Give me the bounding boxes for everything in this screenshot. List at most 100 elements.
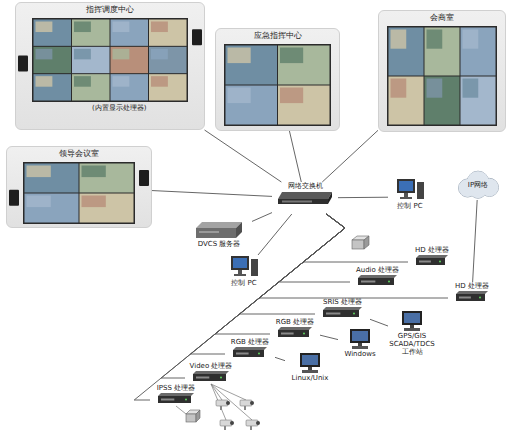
hub-front	[352, 240, 364, 249]
video-wall	[7, 160, 151, 226]
room-panel: 会商室	[378, 10, 506, 132]
processor-symbol	[322, 306, 363, 318]
camera-symbol	[240, 400, 254, 410]
server-symbol	[194, 220, 244, 240]
screen-cell	[25, 194, 79, 223]
screen-cell	[226, 86, 278, 125]
screen-cell	[425, 28, 460, 76]
screen-window	[82, 196, 106, 208]
room-title: 领导会议室	[59, 148, 99, 160]
screen-cell	[72, 20, 110, 46]
screen-window	[74, 22, 91, 33]
pc-symbol	[395, 178, 425, 202]
processor-device: RGB 处理器	[225, 338, 275, 360]
encoder-front	[186, 414, 196, 422]
processor-device: IPSS 处理器	[150, 384, 202, 406]
monitor-stand	[308, 367, 312, 370]
screen-cell	[389, 28, 424, 76]
monitor-stand	[358, 343, 362, 346]
monitor-stand	[410, 325, 414, 328]
switch-ports	[282, 201, 312, 203]
screen-cell	[111, 47, 149, 73]
camera-symbol	[246, 420, 260, 430]
screen-cell	[34, 74, 72, 100]
connector	[303, 214, 408, 262]
processor-device: Audio 处理器	[350, 266, 405, 288]
camera-wire	[211, 384, 246, 400]
screen-window	[391, 30, 407, 49]
network-switch-icon	[276, 190, 334, 206]
control-pc-icon	[395, 178, 425, 202]
device-label: RGB 处理器	[231, 338, 269, 346]
workstation-icon	[397, 310, 427, 332]
device-label: Linux/Unix	[292, 374, 329, 382]
camera-lens	[250, 401, 254, 405]
switch-front	[278, 199, 328, 204]
screen-cell	[72, 74, 110, 100]
wall-frame	[224, 44, 331, 126]
screen-window	[391, 79, 407, 98]
processor-front	[158, 396, 191, 403]
screen-window	[280, 88, 303, 104]
screen-cell	[72, 47, 110, 73]
keyboard	[302, 370, 318, 373]
processor-symbol	[415, 254, 449, 266]
screen-cell	[25, 164, 79, 193]
room-panel-icon	[216, 42, 339, 128]
screen-window	[151, 49, 168, 60]
device-label: Audio 处理器	[356, 266, 399, 274]
processor-led	[479, 297, 481, 299]
screen-cell	[34, 47, 72, 73]
camera-mount	[224, 426, 226, 430]
dvcs-server-icon	[194, 220, 244, 240]
connector	[370, 319, 388, 326]
room-panel-icon	[16, 16, 204, 104]
screen-cell	[461, 77, 496, 125]
device-label: SRIS 处理器	[323, 298, 362, 306]
screen-window	[463, 30, 479, 49]
monitor	[402, 311, 422, 325]
camera-wire	[211, 384, 252, 420]
screen-window	[27, 196, 51, 208]
screen-window	[113, 22, 130, 33]
screen-cell	[111, 20, 149, 46]
keyboard	[352, 346, 368, 349]
monitor	[231, 256, 249, 270]
processor-led	[220, 377, 222, 379]
server-bay	[199, 231, 219, 233]
workstation: Linux/Unix	[285, 352, 335, 386]
processor-led	[303, 333, 305, 335]
hub-device	[352, 236, 369, 249]
screen-window	[280, 48, 303, 64]
processor-device-icon	[322, 306, 363, 318]
device-label: DVCS 服务器	[198, 240, 241, 248]
screen-window	[74, 76, 91, 87]
camera-symbol	[216, 400, 230, 410]
connector	[259, 214, 448, 298]
pc-tower	[251, 259, 258, 276]
video-wall	[379, 24, 505, 128]
processor-device-icon	[232, 346, 268, 358]
processor-symbol	[277, 326, 313, 338]
room-panel: 应急指挥中心	[215, 28, 340, 131]
screen-window	[427, 79, 443, 98]
connector	[252, 213, 272, 222]
processor-led	[353, 313, 355, 315]
screen-cell	[80, 194, 134, 223]
control-pc-icon	[229, 255, 259, 279]
device-label: GPS/GIS SCADA/TDCS 工作站	[388, 332, 436, 356]
processor-device: Video 处理器	[185, 362, 237, 384]
monitor-screen	[352, 331, 368, 341]
room-title: 会商室	[430, 12, 454, 24]
pc-tower	[417, 182, 424, 199]
device-label: Windows	[344, 350, 375, 358]
processor-symbol	[455, 290, 489, 302]
device-label: Video 处理器	[190, 362, 233, 370]
network-switch: 网络交换机	[272, 182, 338, 214]
monitor-base	[234, 274, 246, 276]
screen-cell	[226, 46, 278, 85]
connector	[320, 335, 338, 339]
processor-top	[456, 291, 488, 294]
screen-window	[463, 79, 479, 98]
